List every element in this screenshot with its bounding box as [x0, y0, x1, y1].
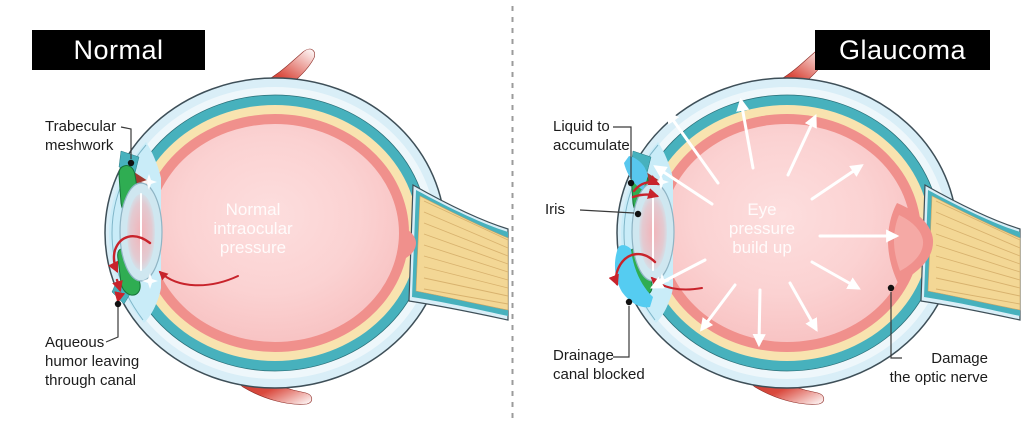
- pressure-arrow: [810, 164, 864, 201]
- callout-drainage-blocked: Drainage canal blocked: [553, 347, 645, 383]
- flow-arrow-out-2: [114, 291, 126, 304]
- blocked-arrow-top-2: [631, 188, 660, 199]
- pressure-arrow: [810, 260, 861, 290]
- leader-damage: [890, 292, 902, 359]
- callout-iris: Iris: [545, 201, 565, 218]
- pressure-arrow: [700, 283, 737, 332]
- flow-arrow-out-1: [112, 278, 123, 293]
- pressure-arrow: [786, 114, 817, 177]
- dot-drainage: [625, 298, 633, 306]
- glaucoma-eye-illustration: [608, 48, 1021, 406]
- accumulated-fluid-top: [624, 156, 648, 190]
- callout-aqueous-humor: Aqueous humor leaving through canal: [45, 334, 140, 389]
- pressure-arrow: [666, 110, 720, 185]
- aqueous-flow-arrows: [108, 235, 239, 304]
- normal-eye-illustration: [104, 48, 509, 406]
- dot-aqueous: [114, 300, 122, 308]
- callout-dots: [114, 159, 895, 308]
- dot-damage: [887, 284, 895, 292]
- glaucoma-pressure-caption: Eye pressure build up: [728, 200, 796, 257]
- flow-arrow-hook: [108, 235, 152, 273]
- pressure-arrow: [653, 165, 714, 206]
- leader-aqueous: [105, 307, 119, 343]
- callout-liquid-accumulate: Liquid to accumulate: [553, 118, 630, 154]
- pressure-arrow: [736, 97, 755, 170]
- dot-liquid: [627, 179, 635, 187]
- pressure-arrow: [650, 258, 707, 289]
- callout-leaders: [105, 126, 902, 359]
- pressure-arrows: [650, 97, 900, 348]
- leader-drainage: [613, 306, 630, 358]
- leader-iris: [579, 209, 635, 214]
- pressure-arrow: [752, 288, 766, 348]
- blocked-arrow-top-1: [632, 175, 660, 193]
- flow-arrow-equator: [158, 270, 239, 287]
- optic-disc-bulge: [888, 203, 934, 283]
- normal-panel-title: Normal: [32, 30, 205, 70]
- leader-liquid: [613, 126, 632, 179]
- leader-trabecular: [120, 126, 132, 159]
- callout-trabecular-meshwork: Trabecular meshwork: [45, 118, 117, 154]
- blocked-arrow-hook: [608, 252, 657, 287]
- dot-iris: [634, 210, 642, 218]
- normal-pressure-caption: Normal intraocular pressure: [213, 200, 293, 257]
- callout-optic-nerve-damage: Damage the optic nerve: [889, 350, 988, 386]
- glaucoma-panel-title: Glaucoma: [815, 30, 990, 70]
- dot-trabecular: [127, 159, 135, 167]
- pressure-arrow: [788, 281, 818, 332]
